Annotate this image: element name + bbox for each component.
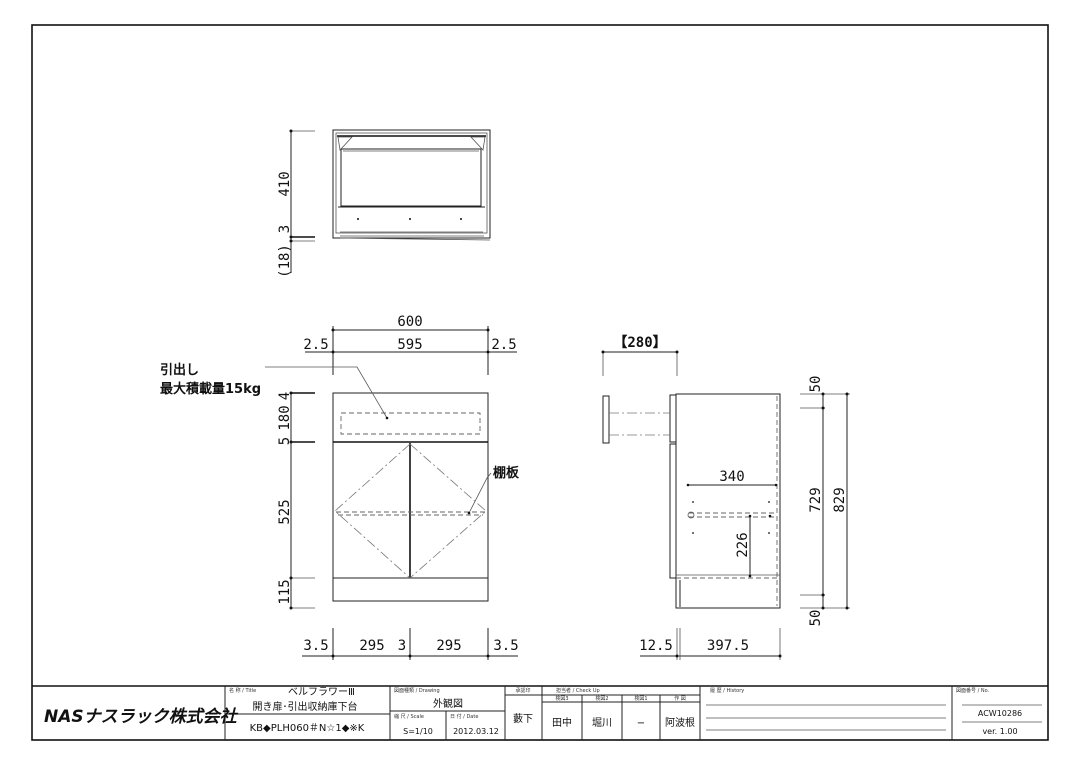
- dim-shelf-height-226: 226: [735, 532, 751, 557]
- approver-name: 藪下: [513, 712, 533, 725]
- dim-bottom-3: 3: [398, 638, 406, 654]
- check-col-header: 検図1: [634, 695, 647, 702]
- history-header: 履 歴 / History: [710, 688, 744, 694]
- dim-4: 4: [277, 392, 293, 400]
- dim-top-3: 3: [277, 225, 293, 233]
- dim-397-5: 397.5: [707, 638, 749, 654]
- product-name: 開き扉･引出収納庫下台: [253, 700, 358, 713]
- dim-top-50: 50: [808, 376, 824, 393]
- drawer-note-line2: 最大積載量15kg: [160, 381, 261, 397]
- side-view: 【280】 340 226 729 829 50 50 12.5 397.5: [601, 335, 850, 660]
- scale-value: S=1/10: [403, 727, 433, 736]
- checker-name: −: [637, 718, 645, 729]
- drawing-number: ACW10286: [978, 709, 1022, 718]
- drawing-header: 図面種類 / Drawing: [394, 687, 440, 694]
- dim-bottom-295-right: 295: [436, 638, 461, 654]
- dim-bottom-295-left: 295: [359, 638, 384, 654]
- dim-left-2-5: 2.5: [303, 337, 328, 353]
- sheet-border: [31, 24, 1049, 741]
- check-col-header: 検図3: [555, 695, 568, 702]
- drawer-note-line1: 引出し: [160, 362, 199, 378]
- checker-name: 田中: [552, 716, 572, 729]
- company-logo: NASナスラック株式会社: [44, 707, 239, 727]
- dim-bottom-3-5-right: 3.5: [493, 638, 518, 654]
- dim-top-18: (18): [277, 244, 293, 278]
- dim-180: 180: [277, 405, 293, 430]
- dim-829: 829: [832, 487, 848, 512]
- dim-bottom-3-5-left: 3.5: [303, 638, 328, 654]
- dim-12-5: 12.5: [639, 638, 673, 654]
- top-view: 410 3 (18): [277, 129, 491, 278]
- date-value: 2012.03.12: [453, 727, 499, 736]
- dim-115: 115: [277, 579, 293, 604]
- dim-top-410: 410: [277, 171, 293, 196]
- dim-width-595: 595: [397, 337, 422, 353]
- check-col-header: 検図2: [595, 695, 608, 702]
- drafter-name: 阿波根: [665, 716, 695, 729]
- version: ver. 1.00: [982, 727, 1017, 736]
- dim-right-2-5: 2.5: [491, 337, 516, 353]
- title-block: NASナスラック株式会社 名 称 / Title ベルフラワーⅢ 開き扉･引出収…: [32, 685, 1048, 740]
- model-code: KB◆PLH060＃N☆1◆※K: [250, 722, 365, 734]
- dim-5: 5: [277, 437, 293, 445]
- dim-width-600: 600: [397, 314, 422, 330]
- number-header: 図面番号 / No.: [956, 687, 990, 694]
- scale-header: 縮 尺 / Scale: [394, 713, 424, 720]
- series-name: ベルフラワーⅢ: [288, 686, 355, 698]
- shelf-label: 棚板: [493, 465, 520, 481]
- dim-729: 729: [808, 487, 824, 512]
- dim-bottom-50: 50: [808, 610, 824, 627]
- title-header: 名 称 / Title: [229, 687, 256, 694]
- front-view: 600 595 2.5 2.5 4 180 5 525 115 3.5 295 …: [160, 314, 520, 660]
- date-header: 日 付 / Date: [450, 713, 478, 720]
- dim-525: 525: [277, 499, 293, 524]
- dim-shelf-depth-340: 340: [719, 469, 744, 485]
- drawing-type: 外観図: [433, 697, 463, 710]
- approval-header: 承認印: [515, 687, 530, 694]
- checkup-header: 担当者 / Check Up: [556, 687, 600, 694]
- check-col-header: 作 図: [674, 695, 686, 702]
- checker-name: 堀川: [592, 717, 612, 729]
- dim-drawer-extension-280: 【280】: [613, 335, 666, 351]
